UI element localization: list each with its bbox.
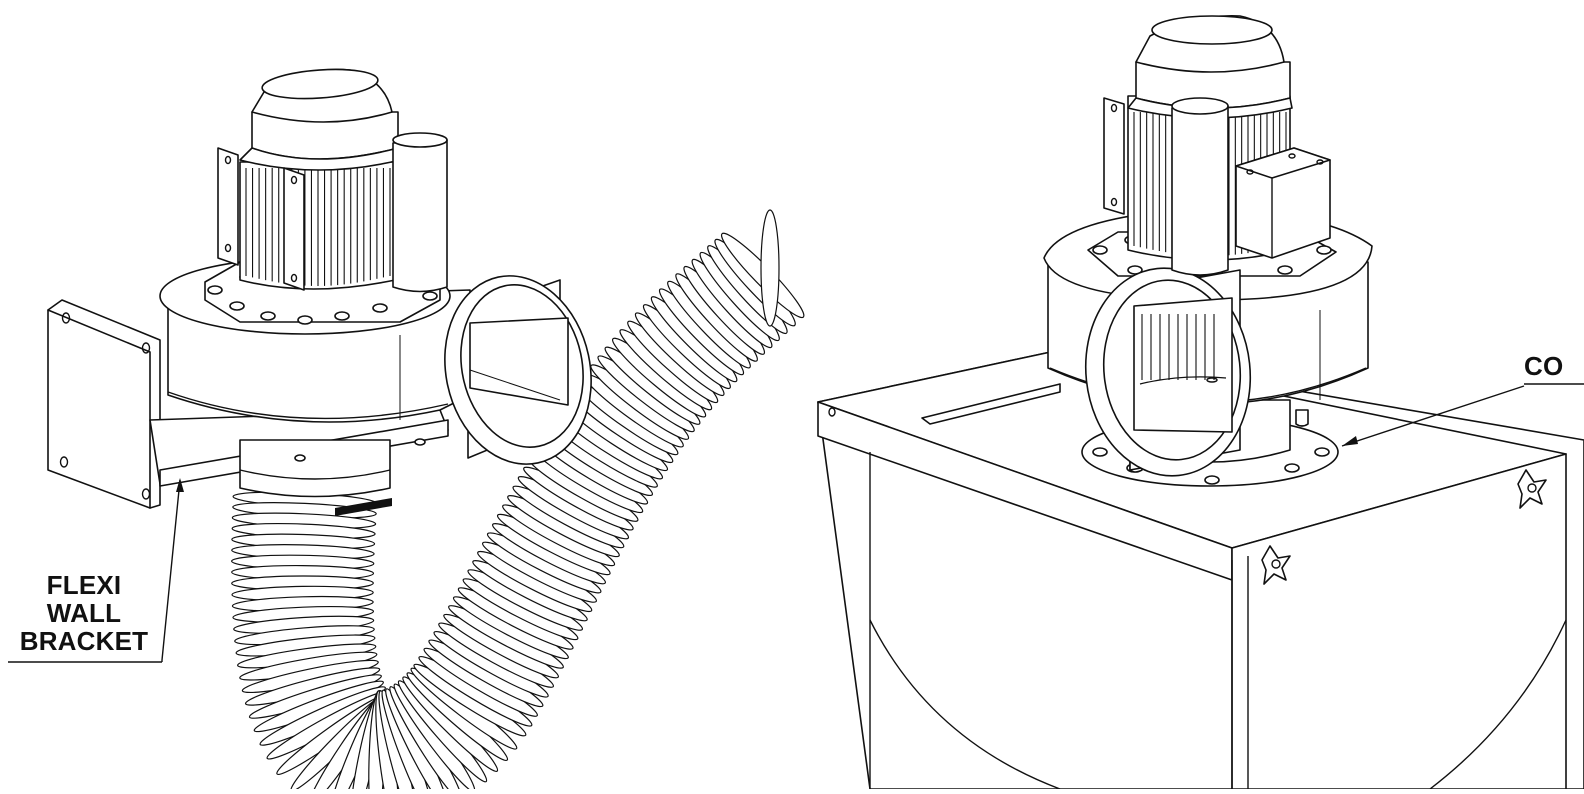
outlet-spigot (444, 275, 592, 465)
motor-cooling-fins (245, 168, 391, 286)
label-line-1: FLEXI (46, 570, 122, 600)
right-callout-label: CO (1524, 351, 1564, 381)
star-knob-right (1517, 469, 1547, 509)
co-leader-line (1341, 385, 1525, 447)
cabinet (817, 349, 1584, 790)
motor-right (1103, 15, 1331, 276)
label-line-3: BRACKET (19, 626, 149, 656)
impeller-blades (1139, 314, 1227, 385)
star-knob-left (1261, 545, 1291, 585)
motor (217, 68, 448, 293)
wall-plate (47, 299, 161, 509)
hose-ring (760, 209, 780, 327)
right-fan-assembly (817, 15, 1584, 790)
left-fan-assembly (8, 68, 805, 794)
fan-housing (159, 257, 471, 423)
flexible-duct-hose (231, 209, 805, 794)
inlet-spigot (239, 438, 426, 516)
flexi-leader-line (161, 479, 181, 662)
impeller-rim (1139, 376, 1227, 385)
label-line-2: WALL (46, 598, 122, 628)
flexi-wall-bracket-label: FLEXI WALL BRACKET (6, 571, 162, 655)
outlet-spigot-right (1084, 267, 1252, 477)
